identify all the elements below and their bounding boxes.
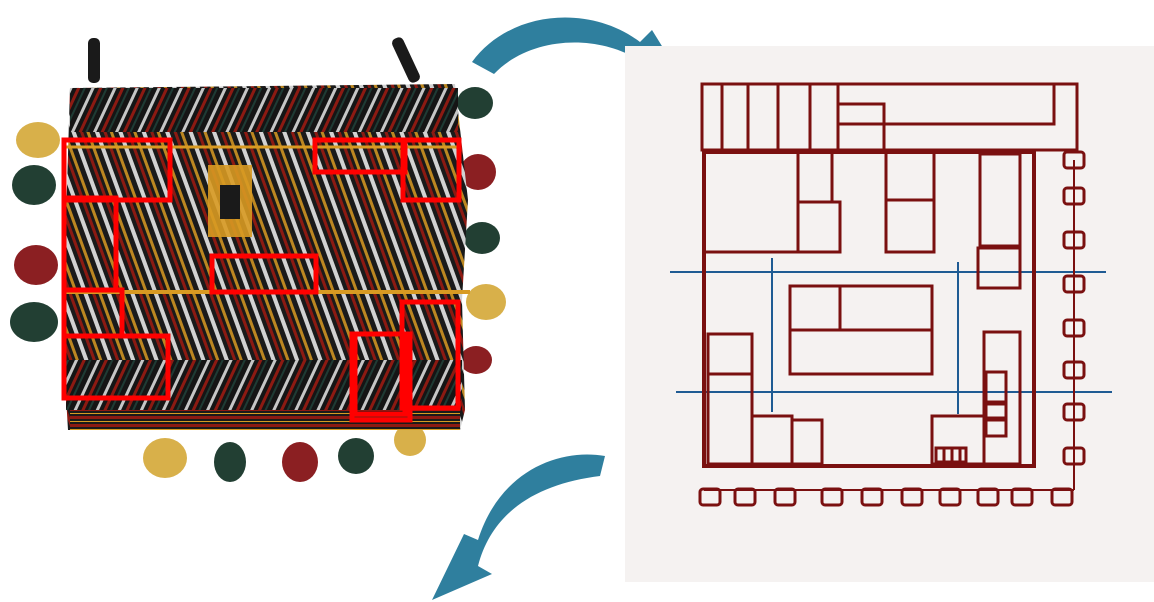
highlight-box (400, 137, 462, 203)
highlight-boxes (61, 137, 462, 423)
plan-columns-right (1062, 150, 1086, 466)
plan-column (860, 487, 884, 507)
textile-lower-band (66, 360, 462, 410)
plan-outer-wall (702, 150, 1036, 468)
plan-column (1062, 360, 1086, 380)
plan-room (796, 200, 842, 254)
plan-column (698, 487, 722, 507)
highlight-box (209, 253, 319, 295)
curved-arrow-down-left (432, 454, 605, 600)
plan-column (1062, 150, 1086, 170)
plan-room (790, 418, 824, 466)
plan-column (900, 487, 924, 507)
plan-column (1062, 446, 1086, 466)
highlight-box (399, 299, 461, 411)
plan-room (982, 330, 1022, 466)
plan-column (1062, 402, 1086, 422)
plan-column (1062, 186, 1086, 206)
plan-room (984, 370, 1008, 404)
plan-column (1062, 274, 1086, 294)
plan-column (1062, 230, 1086, 250)
plan-diagram (698, 82, 1086, 507)
plan-column (938, 487, 962, 507)
textile-tassels-right (457, 87, 506, 374)
textile-tassels-left (10, 122, 60, 342)
textile-photo (10, 37, 506, 482)
plan-columns-bottom (698, 487, 1074, 507)
textile-motif-inner (220, 185, 240, 219)
plan-column (773, 487, 797, 507)
textile-strap-right (392, 37, 420, 83)
highlight-box (352, 331, 408, 417)
plan-column (820, 487, 844, 507)
sketch-panel (625, 46, 1154, 582)
plan-column (1062, 318, 1086, 338)
curved-arrow-right (472, 17, 678, 78)
plan-room (984, 418, 1008, 438)
highlight-box (61, 333, 171, 401)
plan-column (1050, 487, 1074, 507)
plan-room (978, 152, 1022, 248)
plan-room (930, 414, 986, 466)
textile-tassels-bottom (143, 424, 426, 482)
plan-column (1010, 487, 1034, 507)
textile-strap-left (88, 38, 100, 83)
textile-top-band (70, 88, 458, 132)
plan-column (733, 487, 757, 507)
plan-room (976, 246, 1022, 290)
plan-column (976, 487, 1000, 507)
plan-room (884, 198, 936, 254)
plan-room (984, 402, 1008, 420)
